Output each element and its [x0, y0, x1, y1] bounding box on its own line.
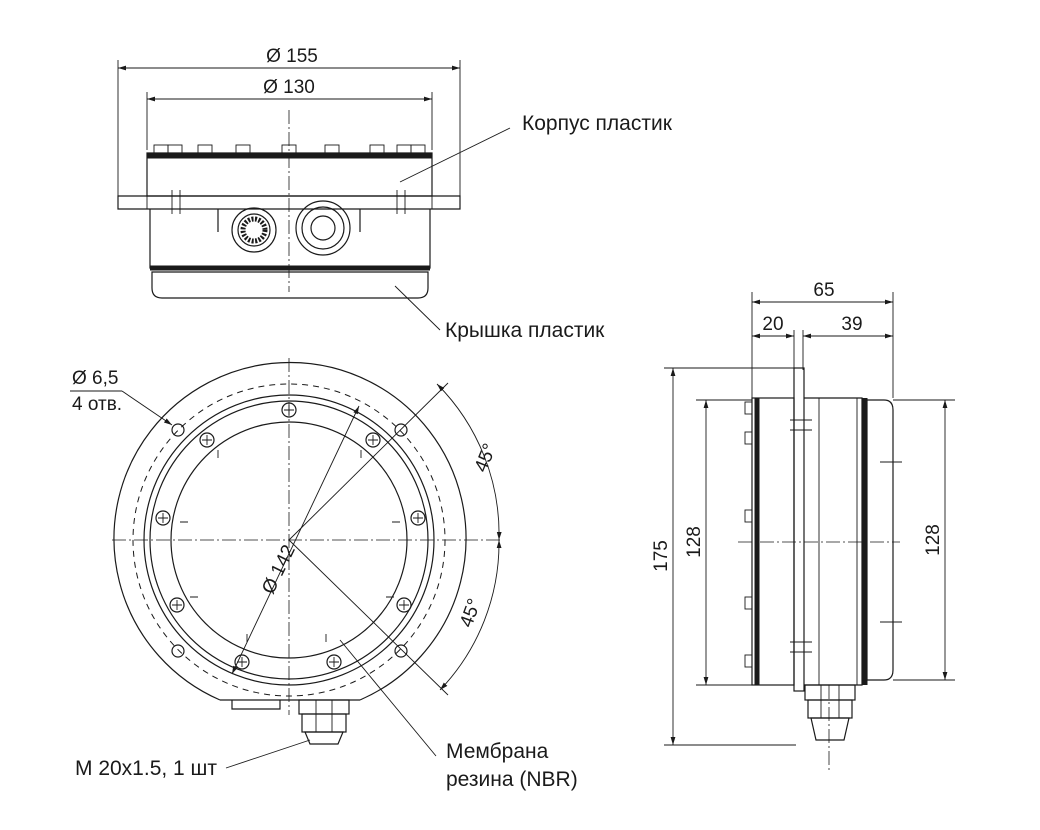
gland-thread-label: M 20x1.5, 1 шт	[75, 757, 217, 780]
hole-diameter-label: Ø 6,5	[72, 368, 118, 389]
dim-outer-label: Ø 155	[266, 46, 318, 67]
hole-count-label: 4 отв.	[72, 394, 122, 415]
dim-left-height-label: 128	[684, 526, 705, 558]
side-screws	[744, 401, 753, 668]
membrane-label-line1: Мембрана	[446, 740, 549, 763]
body-screws	[155, 402, 426, 670]
fixing-holes	[171, 423, 408, 658]
dim-total-width: 65	[752, 280, 893, 305]
dim-inner-diameter: Ø 130	[147, 77, 432, 102]
dim-inner-label: Ø 130	[263, 77, 315, 98]
label-cover-plastic: Крышка пластик	[445, 319, 605, 342]
dim-right-width-label: 39	[841, 314, 862, 335]
dim-body-diameter: Ø 142	[258, 542, 300, 598]
side-view: 65 20 39 175 128 128	[651, 280, 955, 770]
dim-outer-diameter: Ø 155	[118, 46, 460, 71]
dim-height: 175	[651, 368, 676, 745]
side-cable-gland	[804, 684, 856, 741]
cable-gland-port	[295, 200, 351, 256]
label-body-plastic: Корпус пластик	[522, 112, 673, 135]
membrane-label-line2: резина (NBR)	[446, 768, 578, 791]
dim-total-width-label: 65	[813, 280, 834, 301]
top-view: Ø 155 Ø 130	[117, 46, 673, 342]
dim-height-label: 175	[651, 540, 672, 572]
angle-lower-label: 45°	[456, 596, 486, 630]
dim-left-height: 128	[684, 400, 709, 685]
connector-port	[231, 207, 277, 253]
hole-callout: Ø 6,5 4 отв.	[70, 368, 173, 426]
dim-right-height-label: 128	[923, 524, 944, 556]
angle-upper-label: 45°	[471, 441, 501, 476]
dim-left-width: 20	[752, 314, 794, 339]
dim-right-height: 128	[923, 400, 948, 680]
dim-left-width-label: 20	[762, 314, 783, 335]
cable-gland	[298, 699, 350, 745]
front-view: Ø 142 45° 45° Ø 6,5 4 отв. M 20x1.5, 1 ш…	[70, 358, 578, 791]
top-screws	[153, 144, 426, 154]
dim-right-width: 39	[803, 314, 893, 339]
